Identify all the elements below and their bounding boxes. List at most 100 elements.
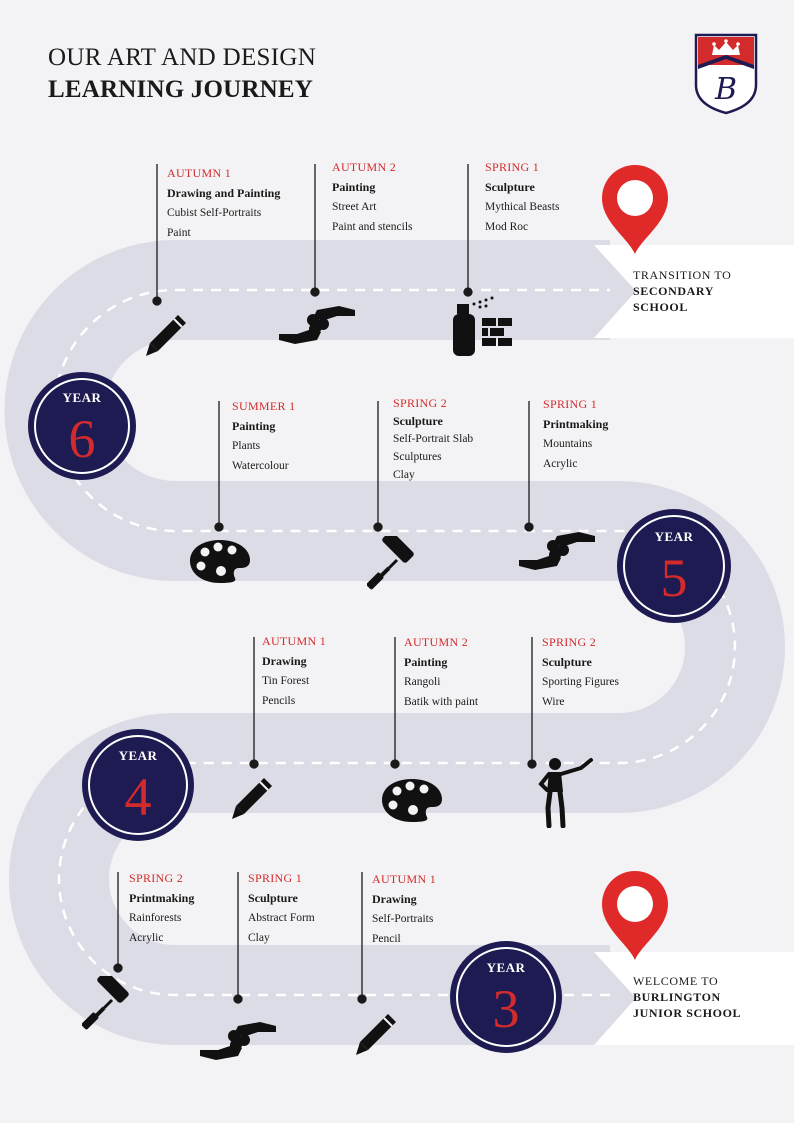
- milestone-topic: Drawing and Painting: [167, 186, 281, 200]
- connector-dot: [310, 287, 320, 297]
- milestone-term: SPRING 1: [485, 160, 540, 174]
- milestone-detail: Wire: [542, 696, 565, 708]
- connector-dot: [214, 522, 224, 532]
- year-number: 5: [660, 548, 688, 608]
- milestone-y3-autumn1: AUTUMN 1 Drawing Self-Portraits Pencil: [372, 869, 436, 949]
- milestone-y6-spring1: SPRING 1 Sculpture Mythical Beasts Mod R…: [485, 157, 559, 237]
- callout-line: TRANSITION TO: [633, 268, 732, 282]
- milestone-topic: Sculpture: [248, 891, 298, 905]
- milestone-y6-autumn2: AUTUMN 2 Painting Street Art Paint and s…: [332, 157, 413, 237]
- milestone-y4-autumn1: AUTUMN 1 Drawing Tin Forest Pencils: [262, 631, 326, 711]
- milestone-term: SPRING 2: [129, 871, 184, 885]
- callout-line: JUNIOR SCHOOL: [633, 1006, 742, 1020]
- milestone-detail: Clay: [248, 932, 270, 944]
- callout-line: BURLINGTON: [633, 990, 721, 1004]
- milestone-detail: Rainforests: [129, 912, 182, 924]
- connector-dot: [390, 759, 400, 769]
- callout-line: SCHOOL: [633, 300, 688, 314]
- page-title-line2: LEARNING JOURNEY: [48, 76, 314, 103]
- milestone-detail: Acrylic: [129, 932, 164, 944]
- hands-icon: [279, 306, 355, 344]
- milestone-term: AUTUMN 1: [167, 166, 232, 180]
- milestone-topic: Printmaking: [129, 891, 195, 905]
- milestone-detail: Rangoli: [404, 676, 441, 688]
- milestone-detail: Batik with paint: [404, 696, 479, 708]
- milestone-term: AUTUMN 2: [332, 160, 397, 174]
- year-3-badge: YEAR 3: [450, 941, 562, 1053]
- milestone-term: AUTUMN 2: [404, 635, 469, 649]
- milestone-y6-autumn1: AUTUMN 1 Drawing and Painting Cubist Sel…: [167, 163, 280, 243]
- crest-letter: B: [714, 72, 737, 107]
- milestone-detail: Abstract Form: [248, 912, 315, 924]
- hands-icon: [519, 532, 595, 570]
- milestone-topic: Sculpture: [485, 180, 535, 194]
- page-title-line1: OUR ART AND DESIGN: [48, 44, 317, 71]
- pencil-icon: [146, 315, 186, 356]
- milestone-detail: Pencils: [262, 695, 296, 707]
- connector-dot: [249, 759, 259, 769]
- year-label: YEAR: [118, 748, 158, 763]
- palette-icon: [190, 540, 250, 583]
- milestone-topic: Printmaking: [543, 417, 609, 431]
- milestone-detail: Street Art: [332, 201, 377, 213]
- milestone-topic: Sculpture: [542, 655, 592, 669]
- connector-dot: [113, 963, 123, 973]
- pencil-icon: [356, 1014, 396, 1055]
- milestone-topic: Painting: [404, 655, 448, 669]
- year-number: 4: [124, 767, 152, 827]
- milestone-y4-autumn2: AUTUMN 2 Painting Rangoli Batik with pai…: [404, 632, 478, 712]
- year-label: YEAR: [654, 529, 694, 544]
- milestone-term: SUMMER 1: [232, 399, 296, 413]
- year-label: YEAR: [486, 960, 526, 975]
- paint-roller-icon: [82, 976, 129, 1030]
- connector-dot: [527, 759, 537, 769]
- paint-roller-icon: [367, 536, 414, 590]
- callout-line: SECONDARY: [633, 284, 714, 298]
- milestone-detail: Self-Portrait Slab: [393, 433, 474, 445]
- milestone-term: SPRING 2: [393, 396, 448, 410]
- milestone-term: SPRING 1: [248, 871, 303, 885]
- milestone-detail: Pencil: [372, 933, 401, 945]
- milestone-term: SPRING 1: [543, 397, 598, 411]
- milestone-detail: Mod Roc: [485, 221, 529, 233]
- milestone-detail: Paint: [167, 227, 191, 239]
- milestone-detail: Watercolour: [232, 460, 289, 472]
- milestone-detail: Mountains: [543, 438, 593, 450]
- milestone-detail: Tin Forest: [262, 675, 310, 687]
- milestone-detail: Paint and stencils: [332, 221, 413, 233]
- welcome-callout: WELCOME TO BURLINGTON JUNIOR SCHOOL: [633, 973, 741, 1021]
- milestone-term: AUTUMN 1: [262, 634, 327, 648]
- palette-icon: [382, 779, 442, 822]
- milestone-detail: Cubist Self-Portraits: [167, 207, 262, 219]
- milestone-topic: Sculpture: [393, 414, 443, 428]
- connector-dot: [463, 287, 473, 297]
- year-4-badge: YEAR 4: [82, 729, 194, 841]
- hands-icon: [200, 1022, 276, 1060]
- milestone-y5-summer1: SUMMER 1 Painting Plants Watercolour: [232, 396, 295, 476]
- milestone-y3-spring1: SPRING 1 Sculpture Abstract Form Clay: [248, 868, 315, 948]
- milestone-detail: Plants: [232, 440, 261, 452]
- pencil-icon: [232, 778, 272, 819]
- milestone-detail: Self-Portraits: [372, 913, 434, 925]
- road-centerline: [53, 288, 737, 997]
- year-number: 6: [68, 409, 96, 469]
- milestone-term: SPRING 2: [542, 635, 597, 649]
- milestone-topic: Painting: [332, 180, 376, 194]
- location-pin-icon: [602, 871, 668, 960]
- crown-icon: [712, 39, 740, 55]
- milestone-topic: Drawing: [262, 654, 307, 668]
- connector-dot: [524, 522, 534, 532]
- milestone-detail: Clay: [393, 469, 415, 481]
- milestone-term: AUTUMN 1: [372, 872, 437, 886]
- milestone-detail: Sporting Figures: [542, 676, 619, 688]
- connector-dot: [357, 994, 367, 1004]
- callout-line: WELCOME TO: [633, 974, 719, 988]
- figure-icon: [538, 758, 593, 828]
- year-5-badge: YEAR 5: [617, 509, 731, 623]
- transition-panel: [594, 245, 794, 338]
- milestone-detail: Acrylic: [543, 458, 578, 470]
- welcome-panel: [594, 952, 794, 1045]
- connector-dot: [152, 296, 162, 306]
- milestone-y5-spring2: SPRING 2 Sculpture Self-Portrait Slab Sc…: [393, 394, 473, 484]
